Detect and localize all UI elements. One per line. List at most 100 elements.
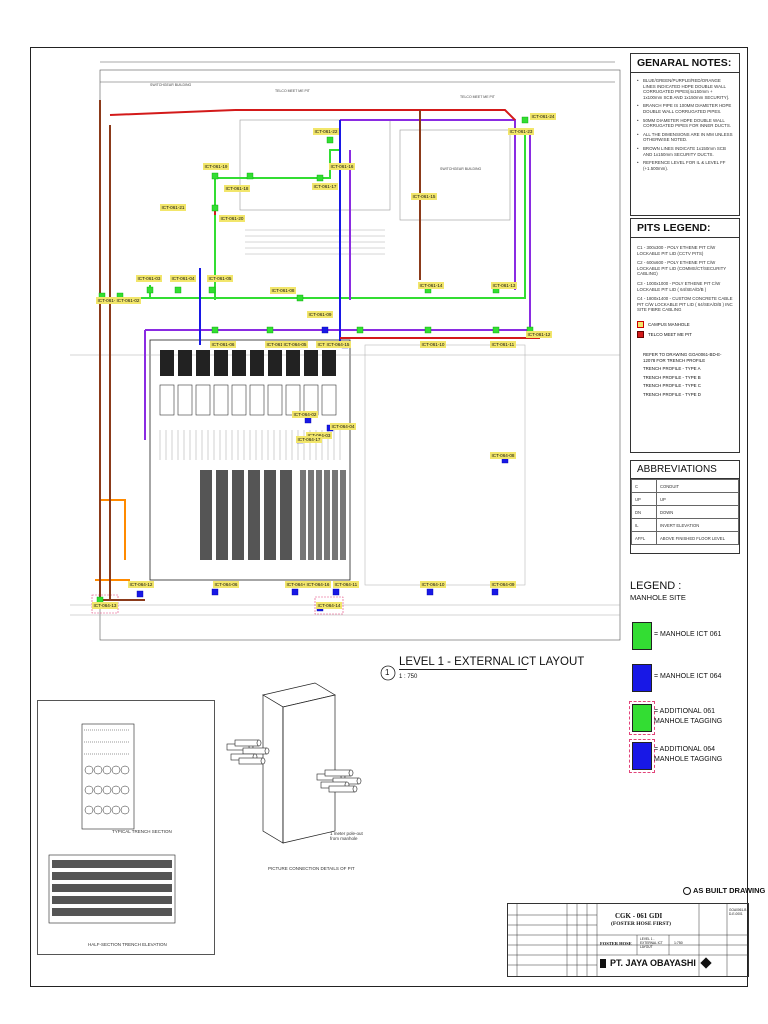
conduit-circle xyxy=(111,785,121,795)
area-label-1: SWITCHGEAR BUILDING xyxy=(150,83,192,87)
sheet-scale: 1:750 xyxy=(674,941,683,945)
conduit-circle xyxy=(84,785,94,795)
manhole-064 xyxy=(326,424,334,432)
manhole-061 xyxy=(174,286,182,294)
legend-label-064: = MANHOLE ICT 064 xyxy=(654,673,722,680)
section-caption-2: HALF-SECTION TRENCH ELEVATION xyxy=(88,942,167,947)
pit-c1: C1 - 300x300 - POLY ETHENE PIT C/W LOCKA… xyxy=(637,245,716,256)
equipment-bay xyxy=(267,384,283,416)
site-plan: SWITCHGEAR BUILDING TELCO MEET ME PIT TE… xyxy=(70,61,621,641)
conduit-circle xyxy=(111,765,121,775)
server-row xyxy=(280,470,292,560)
manhole-061 xyxy=(211,172,219,180)
duct-line xyxy=(235,109,516,121)
drawing-number-circle xyxy=(380,665,396,681)
stamp-label: AS BUILT DRAWING xyxy=(693,886,766,895)
manhole-061 xyxy=(492,286,500,294)
manhole-064 xyxy=(332,588,340,596)
general-notes-panel: GENARAL NOTES: BLUE/GREEN/PURPLE/RED/ORA… xyxy=(630,53,740,216)
conduit-circle xyxy=(84,765,94,775)
conduit-circle xyxy=(120,765,130,775)
manhole-061 xyxy=(146,286,154,294)
server-row xyxy=(248,470,260,560)
server-row xyxy=(264,470,276,560)
trench-type-b: TRENCH PROFILE - TYPE B xyxy=(643,374,701,380)
equipment-block xyxy=(214,350,228,376)
pipe-left xyxy=(242,747,268,755)
manhole-064 xyxy=(291,588,299,596)
conduit-circle xyxy=(102,785,112,795)
note-1: BLUE/GREEN/PURPLE/RED/ORANGE LINES INDIC… xyxy=(631,77,739,102)
campus-manhole-label: CAMPUS MANHOLE xyxy=(648,321,690,327)
server-row xyxy=(340,470,346,560)
note-6: REFERENCE LEVEL FOR IL & LEVEL FF (+1.50… xyxy=(631,159,739,173)
legend-label-061: = MANHOLE ICT 061 xyxy=(654,631,722,638)
legend-subheading: MANHOLE SITE xyxy=(630,593,686,602)
manhole-061 xyxy=(424,286,432,294)
equipment-bay xyxy=(249,384,265,416)
equipment-block xyxy=(196,350,210,376)
title-block-grid xyxy=(507,903,749,977)
legend-label-add-064: = ADDITIONAL 064 MANHOLE TAGGING xyxy=(654,746,723,763)
building-hall-detail xyxy=(91,229,385,615)
trench-layer-band xyxy=(52,860,172,868)
general-notes-heading: GENARAL NOTES: xyxy=(631,54,739,73)
pipe-right xyxy=(324,769,352,777)
pipe-left xyxy=(238,757,264,765)
pipe-end xyxy=(264,747,270,755)
area-labels: SWITCHGEAR BUILDING TELCO MEET ME PIT TE… xyxy=(150,83,496,171)
legend-swatch-add-061 xyxy=(629,701,655,735)
pit-c4: C4 - 1800x1400 - CUSTOM CONCRETE CABLE P… xyxy=(637,296,733,313)
area-label-3: TELCO MEET ME PIT xyxy=(460,95,496,99)
trench-outline xyxy=(48,854,176,924)
telco-pit-label: TELCO MEET ME PIT xyxy=(648,331,692,337)
equipment-block xyxy=(160,350,174,376)
equipment-block xyxy=(232,350,246,376)
note-3: 50MM DIAMETER HDPE DOUBLE WALL CORRUGATE… xyxy=(631,117,739,131)
title-underline xyxy=(399,669,527,670)
manhole-064 xyxy=(491,588,499,596)
manhole-061 xyxy=(96,596,104,604)
server-row xyxy=(316,470,322,560)
manhole-061 xyxy=(246,172,254,180)
manhole-064 xyxy=(316,604,324,612)
manhole-064 xyxy=(211,588,219,596)
manhole-061 xyxy=(266,326,274,334)
manhole-064 xyxy=(501,456,509,464)
manhole-061 xyxy=(424,326,432,334)
duct-routes xyxy=(95,100,540,601)
manhole-061 xyxy=(492,326,500,334)
detail-caption: PICTURE CONNECTION DETAILS OF PIT xyxy=(268,866,355,871)
server-row xyxy=(324,470,330,560)
conduit-circle xyxy=(102,765,112,775)
manhole-061 xyxy=(98,292,106,300)
conduit-circle xyxy=(84,805,94,815)
pipe-end xyxy=(348,769,354,777)
contractor-logo-icon xyxy=(600,958,606,968)
trench-section-lower xyxy=(48,854,176,924)
server-row xyxy=(300,470,306,560)
manhole-061 xyxy=(211,326,219,334)
conduit-circle xyxy=(93,785,103,795)
manhole-064 xyxy=(136,590,144,598)
legend-swatch-061 xyxy=(632,622,652,650)
pipe-end xyxy=(256,739,262,747)
equipment-bay xyxy=(321,384,337,416)
server-row xyxy=(200,470,212,560)
manhole-064 xyxy=(304,416,312,424)
pit-c3: C3 - 1000x1000 - POLY ETHENE PIT C/W LOC… xyxy=(637,280,721,292)
equipment-block xyxy=(304,350,318,376)
trench-type-c: TRENCH PROFILE - TYPE C xyxy=(643,383,701,389)
server-row xyxy=(216,470,228,560)
equipment-bay xyxy=(177,384,193,416)
conduit-circle xyxy=(93,765,103,775)
drawing-number: 1 xyxy=(385,668,390,677)
project-code: CGK - 061 GDI xyxy=(615,912,663,920)
tag-outline xyxy=(91,594,119,614)
